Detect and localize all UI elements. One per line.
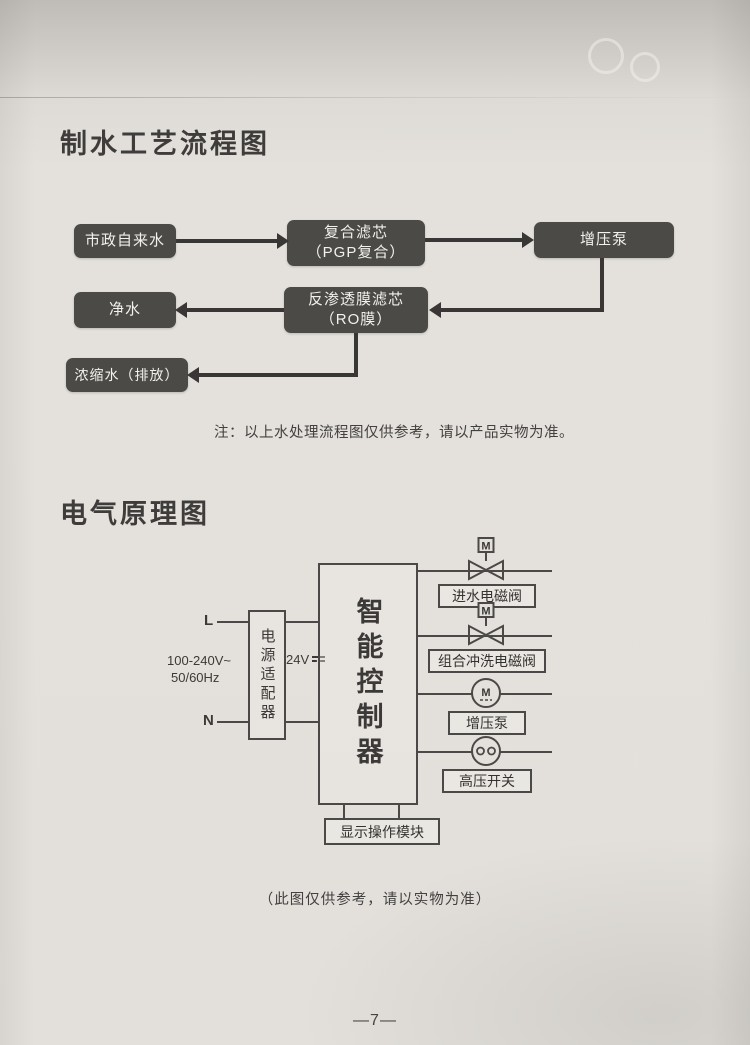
device-label-text: 高压开关 [459, 773, 515, 789]
voltage-label: 100-240V~ [167, 653, 231, 668]
wire-display-module [343, 805, 345, 818]
device-label-booster-pump: 增压泵 [448, 711, 526, 735]
arrow-line [198, 373, 358, 377]
flow-box-pure-water: 净水 [74, 292, 176, 328]
svg-text:M: M [481, 606, 490, 618]
wire-l [217, 621, 248, 623]
svg-text:M: M [481, 687, 490, 699]
arrow-line [425, 238, 525, 242]
arrow-line [354, 333, 358, 377]
line-n-label: N [203, 712, 214, 729]
svg-text:M: M [481, 541, 490, 553]
flow-note: 注：以上水处理流程图仅供参考，请以产品实物为准。 [214, 425, 574, 441]
device-label-inlet-valve: 进水电磁阀 [438, 584, 536, 608]
arrow-line [186, 308, 284, 312]
wire-display-module [398, 805, 400, 818]
wire-adapter-controller [286, 621, 318, 623]
flow-box-composite-filter: 复合滤芯 （PGP复合） [287, 220, 425, 266]
pressure-switch-icon [471, 736, 501, 766]
power-adapter-label: 电源适配器 [258, 627, 276, 723]
arrow-line [440, 308, 604, 312]
device-label-flush-valve: 组合冲洗电磁阀 [428, 649, 546, 673]
frequency-label: 50/60Hz [171, 670, 220, 685]
arrow-head-left [187, 367, 199, 383]
display-module-box: 显示操作模块 [324, 818, 440, 845]
paper-crease [0, 97, 750, 98]
arrow-line [600, 258, 604, 312]
display-module-label: 显示操作模块 [340, 823, 424, 840]
scan-ghost-ring [630, 52, 660, 82]
smart-controller-box: 智能控制器 [318, 563, 418, 805]
flow-box-label: 复合滤芯 [323, 224, 388, 242]
arrow-head-left [175, 302, 187, 318]
flow-box-label: 反渗透膜滤芯 [307, 291, 404, 309]
flow-box-label: 增压泵 [579, 231, 628, 249]
solenoid-valve-icon: M [468, 602, 504, 646]
flow-box-tap-water: 市政自来水 [74, 224, 176, 258]
flow-box-booster-pump: 增压泵 [534, 222, 674, 258]
flow-diagram-title: 制水工艺流程图 [60, 129, 270, 159]
flow-box-label: 净水 [108, 301, 141, 319]
flow-box-concentrate: 浓缩水（排放） [66, 358, 188, 392]
arrow-head-right [522, 232, 534, 248]
arrow-head-left [429, 302, 441, 318]
device-label-hp-switch: 高压开关 [442, 769, 532, 793]
flow-box-ro-filter: 反渗透膜滤芯 （RO膜） [284, 287, 428, 333]
flow-box-label: 浓缩水（排放） [74, 366, 180, 383]
arrow-head-right [277, 233, 289, 249]
wire-adapter-controller [286, 721, 318, 723]
power-adapter-box: 电源适配器 [248, 610, 286, 740]
solenoid-valve-icon: M [468, 537, 504, 581]
device-label-text: 组合冲洗电磁阀 [438, 653, 536, 669]
dc-voltage-text: 24V [286, 652, 310, 667]
flow-box-sublabel: （RO膜） [319, 311, 393, 328]
flow-box-sublabel: （PGP复合） [306, 244, 406, 261]
smart-controller-label: 智能控制器 [352, 596, 383, 772]
electrical-diagram-title: 电气原理图 [60, 499, 210, 529]
line-l-label: L [204, 612, 214, 629]
arrow-line [176, 239, 280, 243]
page-number: —7— [353, 1012, 397, 1029]
motor-icon: M [471, 678, 501, 708]
electrical-caption: （此图仅供参考，请以实物为准） [258, 892, 492, 908]
scan-ghost-ring [588, 38, 624, 74]
device-label-text: 增压泵 [466, 715, 508, 731]
flow-box-label: 市政自来水 [84, 232, 165, 250]
device-label-text: 进水电磁阀 [452, 588, 522, 604]
wire-n [217, 721, 248, 723]
